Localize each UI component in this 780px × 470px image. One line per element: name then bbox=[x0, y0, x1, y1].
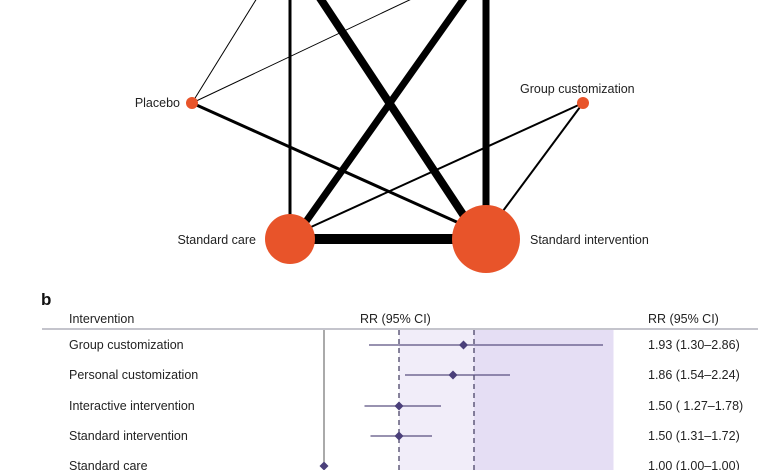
edge-group-stdint bbox=[499, 102, 584, 216]
node-group bbox=[577, 97, 589, 109]
network-edges bbox=[191, 0, 584, 244]
node-label-standard-intervention: Standard intervention bbox=[530, 233, 649, 247]
row-label: Interactive intervention bbox=[69, 399, 195, 413]
rr-value: 1.50 (1.31–1.72) bbox=[648, 429, 740, 443]
forest-row: Standard intervention 1.50 (1.31–1.72) bbox=[69, 429, 740, 443]
forest-plot: b Intervention RR (95% CI) RR (95% CI) G… bbox=[41, 290, 758, 470]
rr-value: 1.86 (1.54–2.24) bbox=[648, 368, 740, 382]
shaded-regions bbox=[399, 330, 614, 470]
edge-stdcare-top_c bbox=[297, 0, 468, 233]
edge-placebo-top_a bbox=[191, 0, 257, 104]
edge-placebo-top_c_far bbox=[191, 0, 411, 104]
network-nodes bbox=[186, 97, 589, 273]
reference-lines bbox=[323, 330, 475, 470]
row-label: Group customization bbox=[69, 338, 184, 352]
shaded-region-dark bbox=[474, 330, 614, 470]
row-label: Standard intervention bbox=[69, 429, 188, 443]
node-placebo bbox=[186, 97, 198, 109]
row-label: Personal customization bbox=[69, 368, 198, 382]
forest-row: Personal customization 1.86 (1.54–2.24) bbox=[69, 368, 740, 382]
rr-value: 1.00 (1.00–1.00) bbox=[648, 459, 740, 470]
forest-row: Interactive intervention 1.50 ( 1.27–1.78… bbox=[69, 399, 743, 413]
header-rr-plot: RR (95% CI) bbox=[360, 312, 431, 326]
network-diagram: Placebo Group customization Standard car… bbox=[135, 0, 649, 273]
point-estimate-diamond bbox=[319, 461, 329, 470]
node-label-group-customization: Group customization bbox=[520, 82, 635, 96]
forest-row: Standard care 1.00 (1.00–1.00) bbox=[69, 459, 740, 470]
point-estimate-diamond bbox=[394, 431, 404, 441]
shaded-region-light bbox=[399, 330, 474, 470]
node-stdint bbox=[452, 205, 520, 273]
point-estimate-diamond bbox=[448, 370, 458, 380]
header-rr-values: RR (95% CI) bbox=[648, 312, 719, 326]
forest-rows: Group customization 1.93 (1.30–2.86) Perso… bbox=[69, 338, 743, 470]
node-label-standard-care: Standard care bbox=[177, 233, 256, 247]
point-estimate-diamond bbox=[394, 401, 404, 411]
edge-stdint-top_c bbox=[316, 0, 474, 228]
network-labels: Placebo Group customization Standard car… bbox=[135, 82, 649, 247]
rr-value: 1.93 (1.30–2.86) bbox=[648, 338, 740, 352]
panel-label-b: b bbox=[41, 290, 51, 309]
forest-row: Group customization 1.93 (1.30–2.86) bbox=[69, 338, 740, 352]
node-label-placebo: Placebo bbox=[135, 96, 180, 110]
edge-placebo-stdint bbox=[191, 101, 471, 230]
point-estimate-diamond bbox=[459, 340, 468, 350]
rr-value: 1.50 ( 1.27–1.78) bbox=[648, 399, 743, 413]
header-intervention: Intervention bbox=[69, 312, 134, 326]
node-stdcare bbox=[265, 214, 315, 264]
row-label: Standard care bbox=[69, 459, 148, 470]
edge-group-stdcare bbox=[299, 102, 584, 233]
